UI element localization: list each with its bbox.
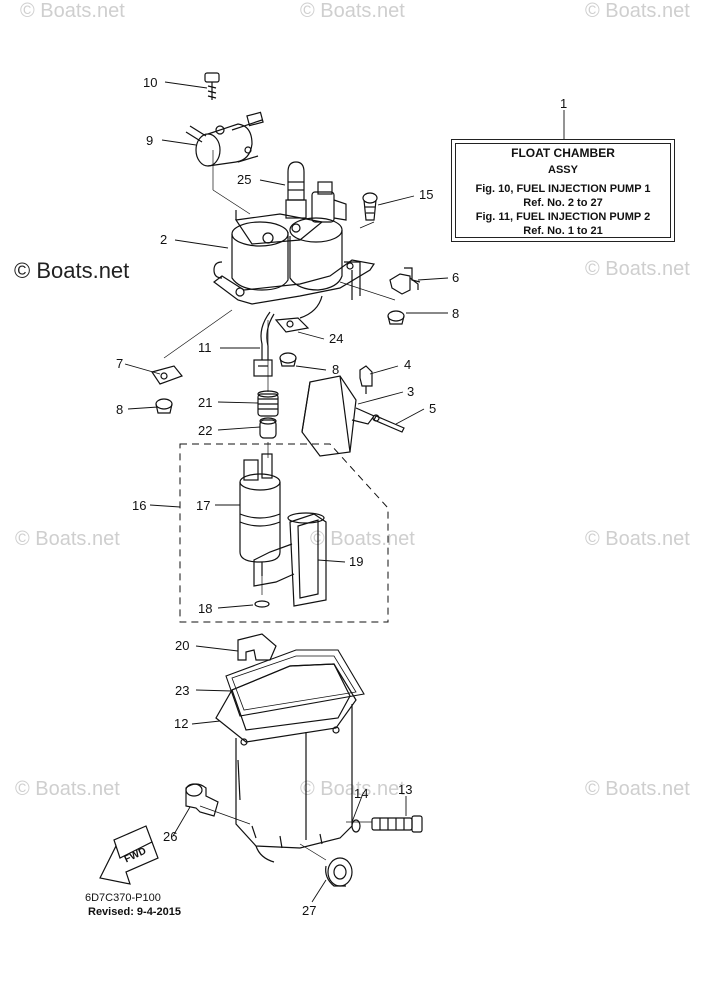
callout-21: 21 <box>198 395 213 410</box>
callout-27: 27 <box>302 903 317 918</box>
callout-12: 12 <box>174 716 189 731</box>
title-line-5: Fig. 11, FUEL INJECTION PUMP 2 <box>475 211 651 223</box>
callout-20: 20 <box>175 638 190 653</box>
grommet-27 <box>325 857 353 887</box>
cover-3 <box>301 375 375 457</box>
callout-26: 26 <box>163 829 178 844</box>
title-line-6: Ref. No. 1 to 21 <box>523 225 603 237</box>
watermark: © Boats.net <box>585 528 690 550</box>
callout-24: 24 <box>329 331 344 346</box>
callout-3: 3 <box>407 384 415 399</box>
callout-8-right: 8 <box>452 306 460 321</box>
clip-6 <box>389 267 421 295</box>
fitting-26 <box>185 783 219 817</box>
title-box-border <box>455 143 671 238</box>
pump-body-2 <box>213 181 376 305</box>
watermark: © Boats.net <box>15 778 120 800</box>
fitting-25 <box>285 161 307 219</box>
filter-19 <box>253 512 327 607</box>
callout-1: 1 <box>560 96 568 111</box>
callout-19: 19 <box>349 554 364 569</box>
fuel-pump-17 <box>239 453 281 576</box>
screw-8-left <box>155 398 173 414</box>
pin-5 <box>372 414 405 433</box>
screw-15 <box>362 192 378 221</box>
watermark: © Boats.net <box>585 258 690 280</box>
screw-8-center <box>279 352 297 367</box>
leader-lines <box>124 81 565 903</box>
watermark: © Boats.net <box>300 0 405 22</box>
drain-screw-13 <box>371 815 423 833</box>
callout-16: 16 <box>132 498 147 513</box>
fwd-arrow-icon <box>99 825 159 885</box>
clamp-24 <box>274 295 323 333</box>
o-ring-14 <box>351 819 361 833</box>
callout-14: 14 <box>354 786 369 801</box>
diagram-code: 6D7C370-P100 <box>85 892 161 904</box>
grommet-22 <box>259 417 277 439</box>
callout-8-left: 8 <box>116 402 124 417</box>
pump-assembly-box-16 <box>179 443 389 623</box>
title-line-3: Fig. 10, FUEL INJECTION PUMP 1 <box>475 183 651 195</box>
watermark: © Boats.net <box>585 0 690 22</box>
callout-15: 15 <box>419 187 434 202</box>
callout-7: 7 <box>116 356 124 371</box>
watermark-copyright: © Boats.net <box>14 258 130 283</box>
callout-11: 11 <box>198 340 212 355</box>
callout-4: 4 <box>404 357 412 372</box>
callout-2: 2 <box>160 232 168 247</box>
callout-9: 9 <box>146 133 154 148</box>
washer-18 <box>254 600 270 608</box>
callout-22: 22 <box>198 423 213 438</box>
callout-6: 6 <box>452 270 460 285</box>
wire-harness-11 <box>253 311 275 377</box>
watermark: © Boats.net <box>585 778 690 800</box>
title-line-1: FLOAT CHAMBER <box>511 146 615 160</box>
bracket-7 <box>151 365 183 385</box>
callout-23: 23 <box>175 683 190 698</box>
title-line-4: Ref. No. 2 to 27 <box>523 197 603 209</box>
gasket-23 <box>225 649 365 717</box>
callout-10: 10 <box>143 75 158 90</box>
watermark: © Boats.net <box>15 528 120 550</box>
screw-8-right <box>387 310 405 325</box>
title-box: FLOAT CHAMBER ASSY Fig. 10, FUEL INJECTI… <box>451 139 675 242</box>
callout-18: 18 <box>198 601 213 616</box>
callout-25: 25 <box>237 172 252 187</box>
filter-21 <box>257 390 279 417</box>
watermark: © Boats.net <box>20 0 125 22</box>
callout-13: 13 <box>398 782 413 797</box>
callout-8-center: 8 <box>332 362 340 377</box>
callout-17: 17 <box>196 498 211 513</box>
clip-20 <box>237 633 277 661</box>
float-chamber-12 <box>215 663 357 863</box>
watermark: © Boats.net <box>310 528 415 550</box>
callout-5: 5 <box>429 401 437 416</box>
pressure-regulator-9 <box>185 111 264 167</box>
screw-10 <box>204 72 220 100</box>
title-line-2: ASSY <box>548 164 578 176</box>
sensor-4 <box>359 365 373 394</box>
revision-date: Revised: 9-4-2015 <box>88 906 181 918</box>
